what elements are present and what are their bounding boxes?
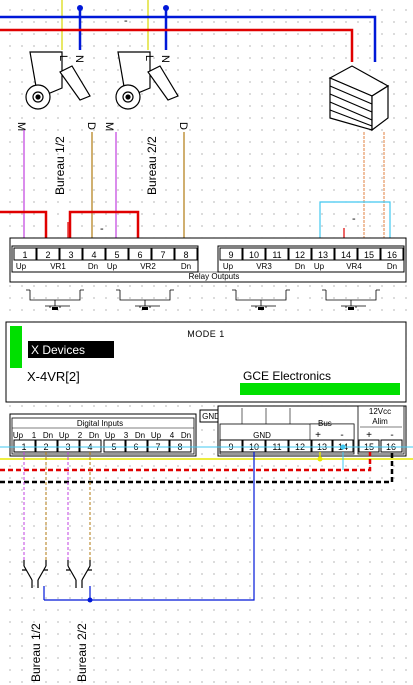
vr1-dn-label: Dn (88, 262, 98, 271)
di4-up: Up (151, 431, 162, 440)
relay-terminal-1: 1 (22, 250, 27, 260)
bus-plus: + (315, 430, 321, 441)
rolling-shutter-icon (328, 65, 390, 132)
vr3-dn-label: Dn (295, 262, 305, 271)
relay-terminal-8: 8 (183, 250, 188, 260)
bus-label: Bus (318, 419, 332, 428)
alim-label: Alim (372, 417, 388, 426)
manufacturer-bar (240, 383, 400, 395)
di4-num: 4 (170, 431, 175, 440)
motor-2-pin-n: N (159, 55, 171, 63)
motor-1-pin-n: N (73, 55, 85, 63)
bus-minus: - (340, 430, 343, 441)
vr2-label: VR2 (140, 262, 156, 271)
di3-dn: Dn (135, 431, 145, 440)
relay-terminal-5: 5 (114, 250, 119, 260)
di2-num: 2 (78, 431, 83, 440)
switch-2-label: Bureau 2/2 (75, 623, 89, 682)
relay-terminal-4: 4 (91, 250, 96, 260)
gnd-box-label: GND (202, 412, 220, 421)
motor-1-pin-l: L (57, 55, 69, 61)
di1-up: Up (13, 431, 24, 440)
di2-dn: Dn (89, 431, 99, 440)
di3-num: 3 (124, 431, 129, 440)
bus-power-lines (0, 444, 413, 484)
motor-1-pin-d: D (85, 122, 97, 130)
vr4-label: VR4 (346, 262, 362, 271)
motor-2-shutter-motor (115, 51, 179, 110)
vr1-label: VR1 (50, 262, 66, 271)
alim-voltage-label: 12Vcc (369, 407, 391, 416)
mains-wiring (0, 0, 377, 62)
di1-num: 1 (32, 431, 37, 440)
relay-terminal-6: 6 (137, 250, 142, 260)
motor-wires (0, 130, 391, 248)
motor-2-pin-m: M (103, 122, 115, 131)
digital-inputs-title: Digital Inputs (77, 419, 123, 428)
relay-terminal-2: 2 (45, 250, 50, 260)
model-label: X-4VR[2] (27, 369, 80, 384)
relay-terminal-13: 13 (318, 250, 328, 260)
brand-label: X Devices (31, 343, 85, 357)
motor-1-pins: L N M D Bureau 1/2 (15, 55, 97, 195)
relay-terminal-7: 7 (160, 250, 165, 260)
vr4-wire-minus-mark: - (352, 213, 356, 225)
vr4-up-label: Up (314, 262, 325, 271)
vr2-dn-label: Dn (181, 262, 191, 271)
relay-terminal-12: 12 (295, 250, 305, 260)
relay-wire-minus-mark: - (100, 223, 104, 235)
switch-1-icon (22, 560, 48, 588)
motor-1-pin-m: M (15, 122, 27, 131)
alim-plus: + (366, 430, 372, 441)
motor-2-label: Bureau 2/2 (145, 136, 159, 195)
blue-wire-minus-mark: - (124, 15, 128, 27)
di4-dn: Dn (181, 431, 191, 440)
x4vr-module-body: MODE 1 X Devices X-4VR[2] GCE Electronic… (5, 321, 407, 403)
switch-2-icon (66, 560, 92, 588)
relay-contacts (26, 289, 380, 308)
vr1-up-label: Up (16, 262, 27, 271)
vr4-dn-label: Dn (387, 262, 397, 271)
alim-minus: - (390, 430, 393, 441)
manufacturer-label: GCE Electronics (243, 369, 331, 383)
vr3-label: VR3 (256, 262, 272, 271)
vr3-up-label: Up (223, 262, 234, 271)
relay-terminal-11: 11 (272, 250, 281, 260)
motor-2-pin-l: L (143, 55, 155, 61)
motor-2-pins: L N M D Bureau 2/2 (103, 55, 189, 195)
relay-terminal-10: 10 (249, 250, 259, 260)
digital-inputs-terminal-block: Digital Inputs Up 1 Dn Up 2 Dn Up 3 Dn U… (9, 413, 197, 457)
power-bus-terminal-block: GND GND Bus + - 12Vcc Alim + - 9 10 11 1… (199, 405, 407, 457)
motor-2-pin-d: D (177, 122, 189, 130)
status-led-bar (10, 326, 22, 368)
switch-wiring (23, 452, 255, 603)
relay-outputs-title: Relay Outputs (189, 272, 240, 281)
di3-up: Up (105, 431, 116, 440)
relay-terminal-9: 9 (228, 250, 233, 260)
gnd-label: GND (253, 431, 271, 440)
di1-dn: Dn (43, 431, 53, 440)
relay-output-terminal-block: 1 2 3 4 5 6 7 8 9 10 11 12 13 14 15 16 U… (9, 237, 407, 283)
motor-1-shutter-motor (25, 51, 91, 110)
relay-terminal-16: 16 (387, 250, 397, 260)
mode-label: MODE 1 (187, 329, 225, 339)
switch-1-label: Bureau 1/2 (29, 623, 43, 682)
motor-1-label: Bureau 1/2 (53, 136, 67, 195)
brand-plate (28, 341, 114, 358)
di2-up: Up (59, 431, 70, 440)
relay-terminal-15: 15 (364, 250, 374, 260)
vr2-up-label: Up (107, 262, 118, 271)
relay-terminal-3: 3 (68, 250, 73, 260)
relay-terminal-14: 14 (341, 250, 351, 260)
